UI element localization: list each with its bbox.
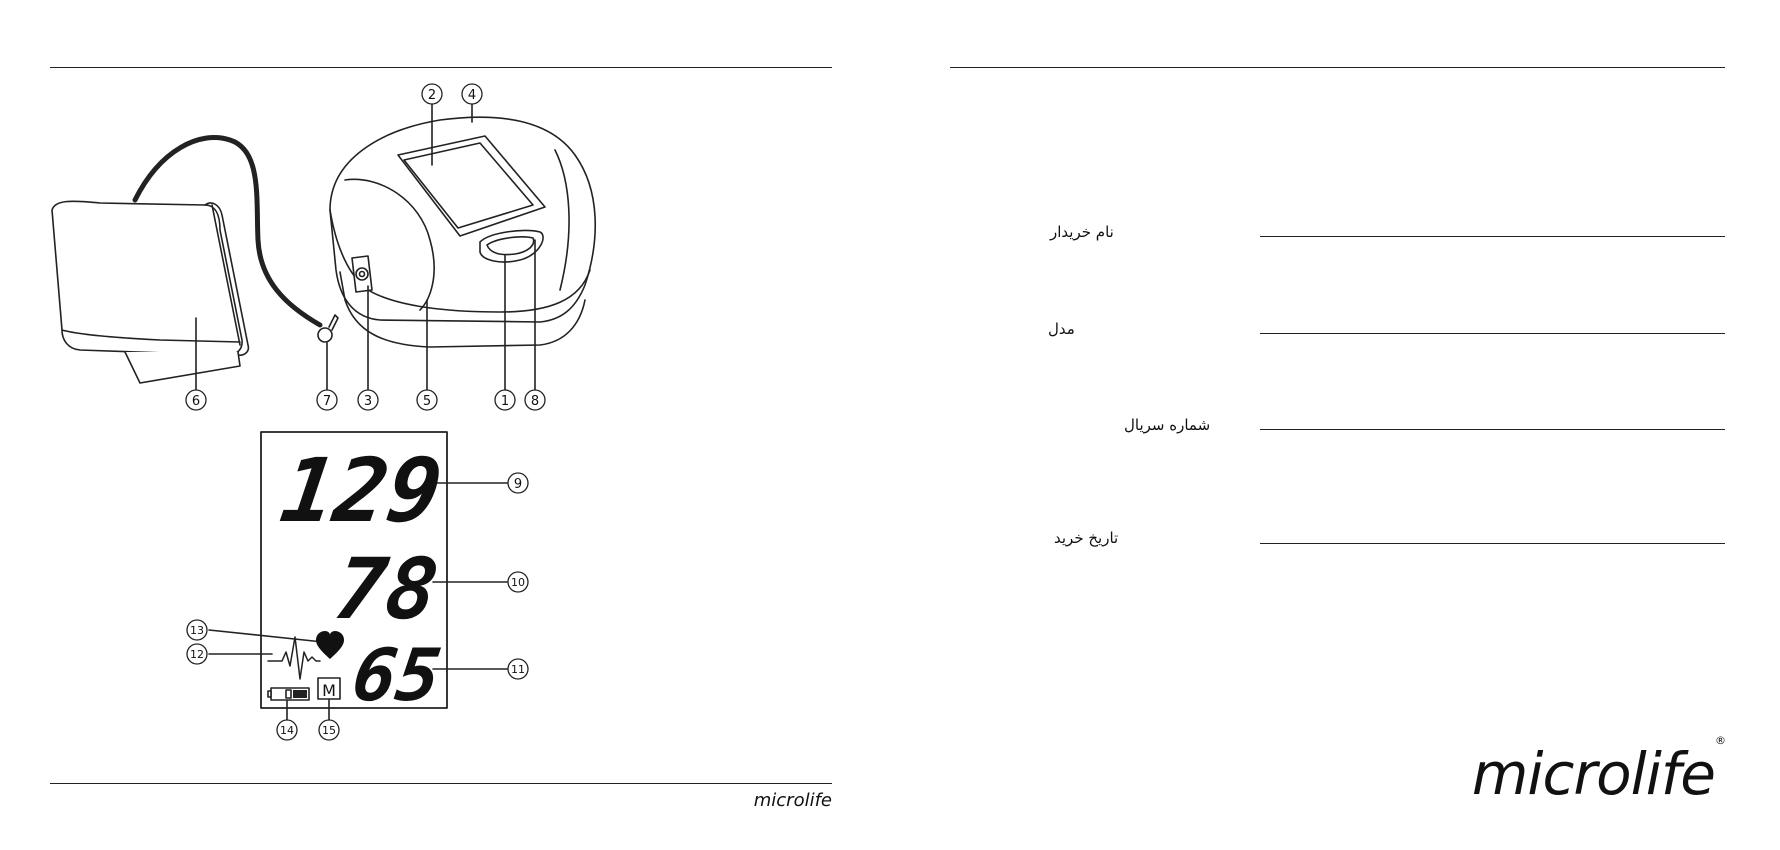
serial-number-label: شماره سریال bbox=[1124, 416, 1210, 434]
svg-text:11: 11 bbox=[511, 663, 525, 676]
model-label: مدل bbox=[1048, 320, 1075, 338]
purchase-date-label: تاریخ خرید bbox=[1054, 529, 1118, 547]
memory-symbol: M bbox=[322, 681, 336, 700]
callout-14: 14 bbox=[277, 720, 297, 740]
callout-5: 5 bbox=[417, 390, 437, 410]
svg-text:9: 9 bbox=[514, 477, 522, 492]
lcd-pulse: 65 bbox=[347, 634, 445, 718]
svg-text:6: 6 bbox=[192, 394, 200, 409]
callout-10: 10 bbox=[508, 572, 528, 592]
callout-13: 13 bbox=[187, 620, 207, 640]
svg-text:2: 2 bbox=[428, 88, 436, 103]
callout-15: 15 bbox=[319, 720, 339, 740]
callout-1: 1 bbox=[495, 390, 515, 410]
monitor-body bbox=[330, 117, 595, 347]
connector-plug bbox=[318, 328, 332, 342]
svg-text:5: 5 bbox=[423, 394, 431, 409]
callout-9: 9 bbox=[508, 473, 528, 493]
svg-text:14: 14 bbox=[280, 724, 294, 737]
svg-text:1: 1 bbox=[501, 394, 509, 409]
buyer-name-label: نام خریدار bbox=[1050, 223, 1114, 241]
lcd-diastolic: 78 bbox=[329, 540, 444, 638]
battery-symbol bbox=[268, 688, 309, 700]
lcd-systolic: 129 bbox=[275, 439, 448, 541]
model-line[interactable] bbox=[1260, 333, 1725, 334]
footer-brand: microlife bbox=[754, 790, 832, 811]
brand-logo-text: microlife bbox=[1472, 740, 1715, 808]
svg-text:7: 7 bbox=[323, 394, 331, 409]
cuff bbox=[52, 201, 248, 383]
buyer-name-line[interactable] bbox=[1260, 236, 1725, 237]
svg-text:4: 4 bbox=[468, 88, 476, 103]
svg-text:10: 10 bbox=[511, 576, 525, 589]
callout-6: 6 bbox=[186, 390, 206, 410]
callout-3: 3 bbox=[358, 390, 378, 410]
brand-logo: microlife® bbox=[1472, 745, 1725, 803]
registered-mark: ® bbox=[1715, 734, 1725, 747]
svg-text:15: 15 bbox=[322, 724, 336, 737]
svg-text:12: 12 bbox=[190, 648, 204, 661]
callout-7: 7 bbox=[317, 390, 337, 410]
callout-11: 11 bbox=[508, 659, 528, 679]
svg-text:3: 3 bbox=[364, 394, 372, 409]
callout-8: 8 bbox=[525, 390, 545, 410]
purchase-date-line[interactable] bbox=[1260, 543, 1725, 544]
svg-text:8: 8 bbox=[531, 394, 539, 409]
callout-2: 2 bbox=[422, 84, 442, 104]
serial-number-line[interactable] bbox=[1260, 429, 1725, 430]
callout-4: 4 bbox=[462, 84, 482, 104]
svg-text:13: 13 bbox=[190, 624, 204, 637]
callout-12: 12 bbox=[187, 644, 207, 664]
